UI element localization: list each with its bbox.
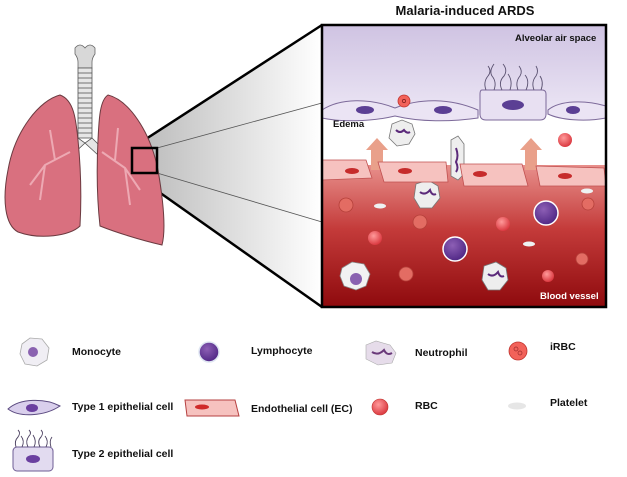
blood-cells [338,188,595,291]
zoom-region-box [130,146,159,175]
type1-epithelial-icon [7,399,61,416]
figure-title: Malaria-induced ARDS [395,3,535,18]
neutrophil-migrating [388,119,465,209]
rbc-icon [371,398,389,416]
legend-label-type2-epithelial: Type 2 epithelial cell [72,448,174,460]
epithelial-layer [321,63,607,122]
legend-label-lymphocyte: Lymphocyte [251,345,313,357]
legend-label-monocyte: Monocyte [72,346,122,358]
rbc [558,133,572,147]
blood-vessel-label: Blood vessel [540,291,599,302]
legend-label-platelet: Platelet [550,397,588,409]
legend-label-rbc: RBC [415,400,438,412]
edema-label: Edema [333,119,365,130]
endothelial-cell-icon [184,399,240,417]
lymphocyte-icon [198,341,220,363]
platelet-icon [508,402,526,410]
left-lung [4,94,82,237]
monocyte-icon [19,337,50,367]
type2-epithelial-icon [12,429,54,472]
legend-icons [7,337,528,472]
alveolar-capillary-panel [320,23,608,309]
legend-label-irbc: iRBC [550,341,576,353]
magnification-cone [131,23,323,309]
legend-label-endothelial: Endothelial cell (EC) [251,403,353,415]
edema-arrows [366,138,542,170]
legend-label-type1-epithelial: Type 1 epithelial cell [72,401,174,413]
legend-label-neutrophil: Neutrophil [415,347,468,359]
neutrophil-icon [365,340,397,366]
alveolar-air-space-label: Alveolar air space [515,33,597,44]
lungs-illustration [4,44,165,246]
irbc-icon [508,341,528,361]
irbc [397,94,411,108]
right-lung [96,94,165,246]
